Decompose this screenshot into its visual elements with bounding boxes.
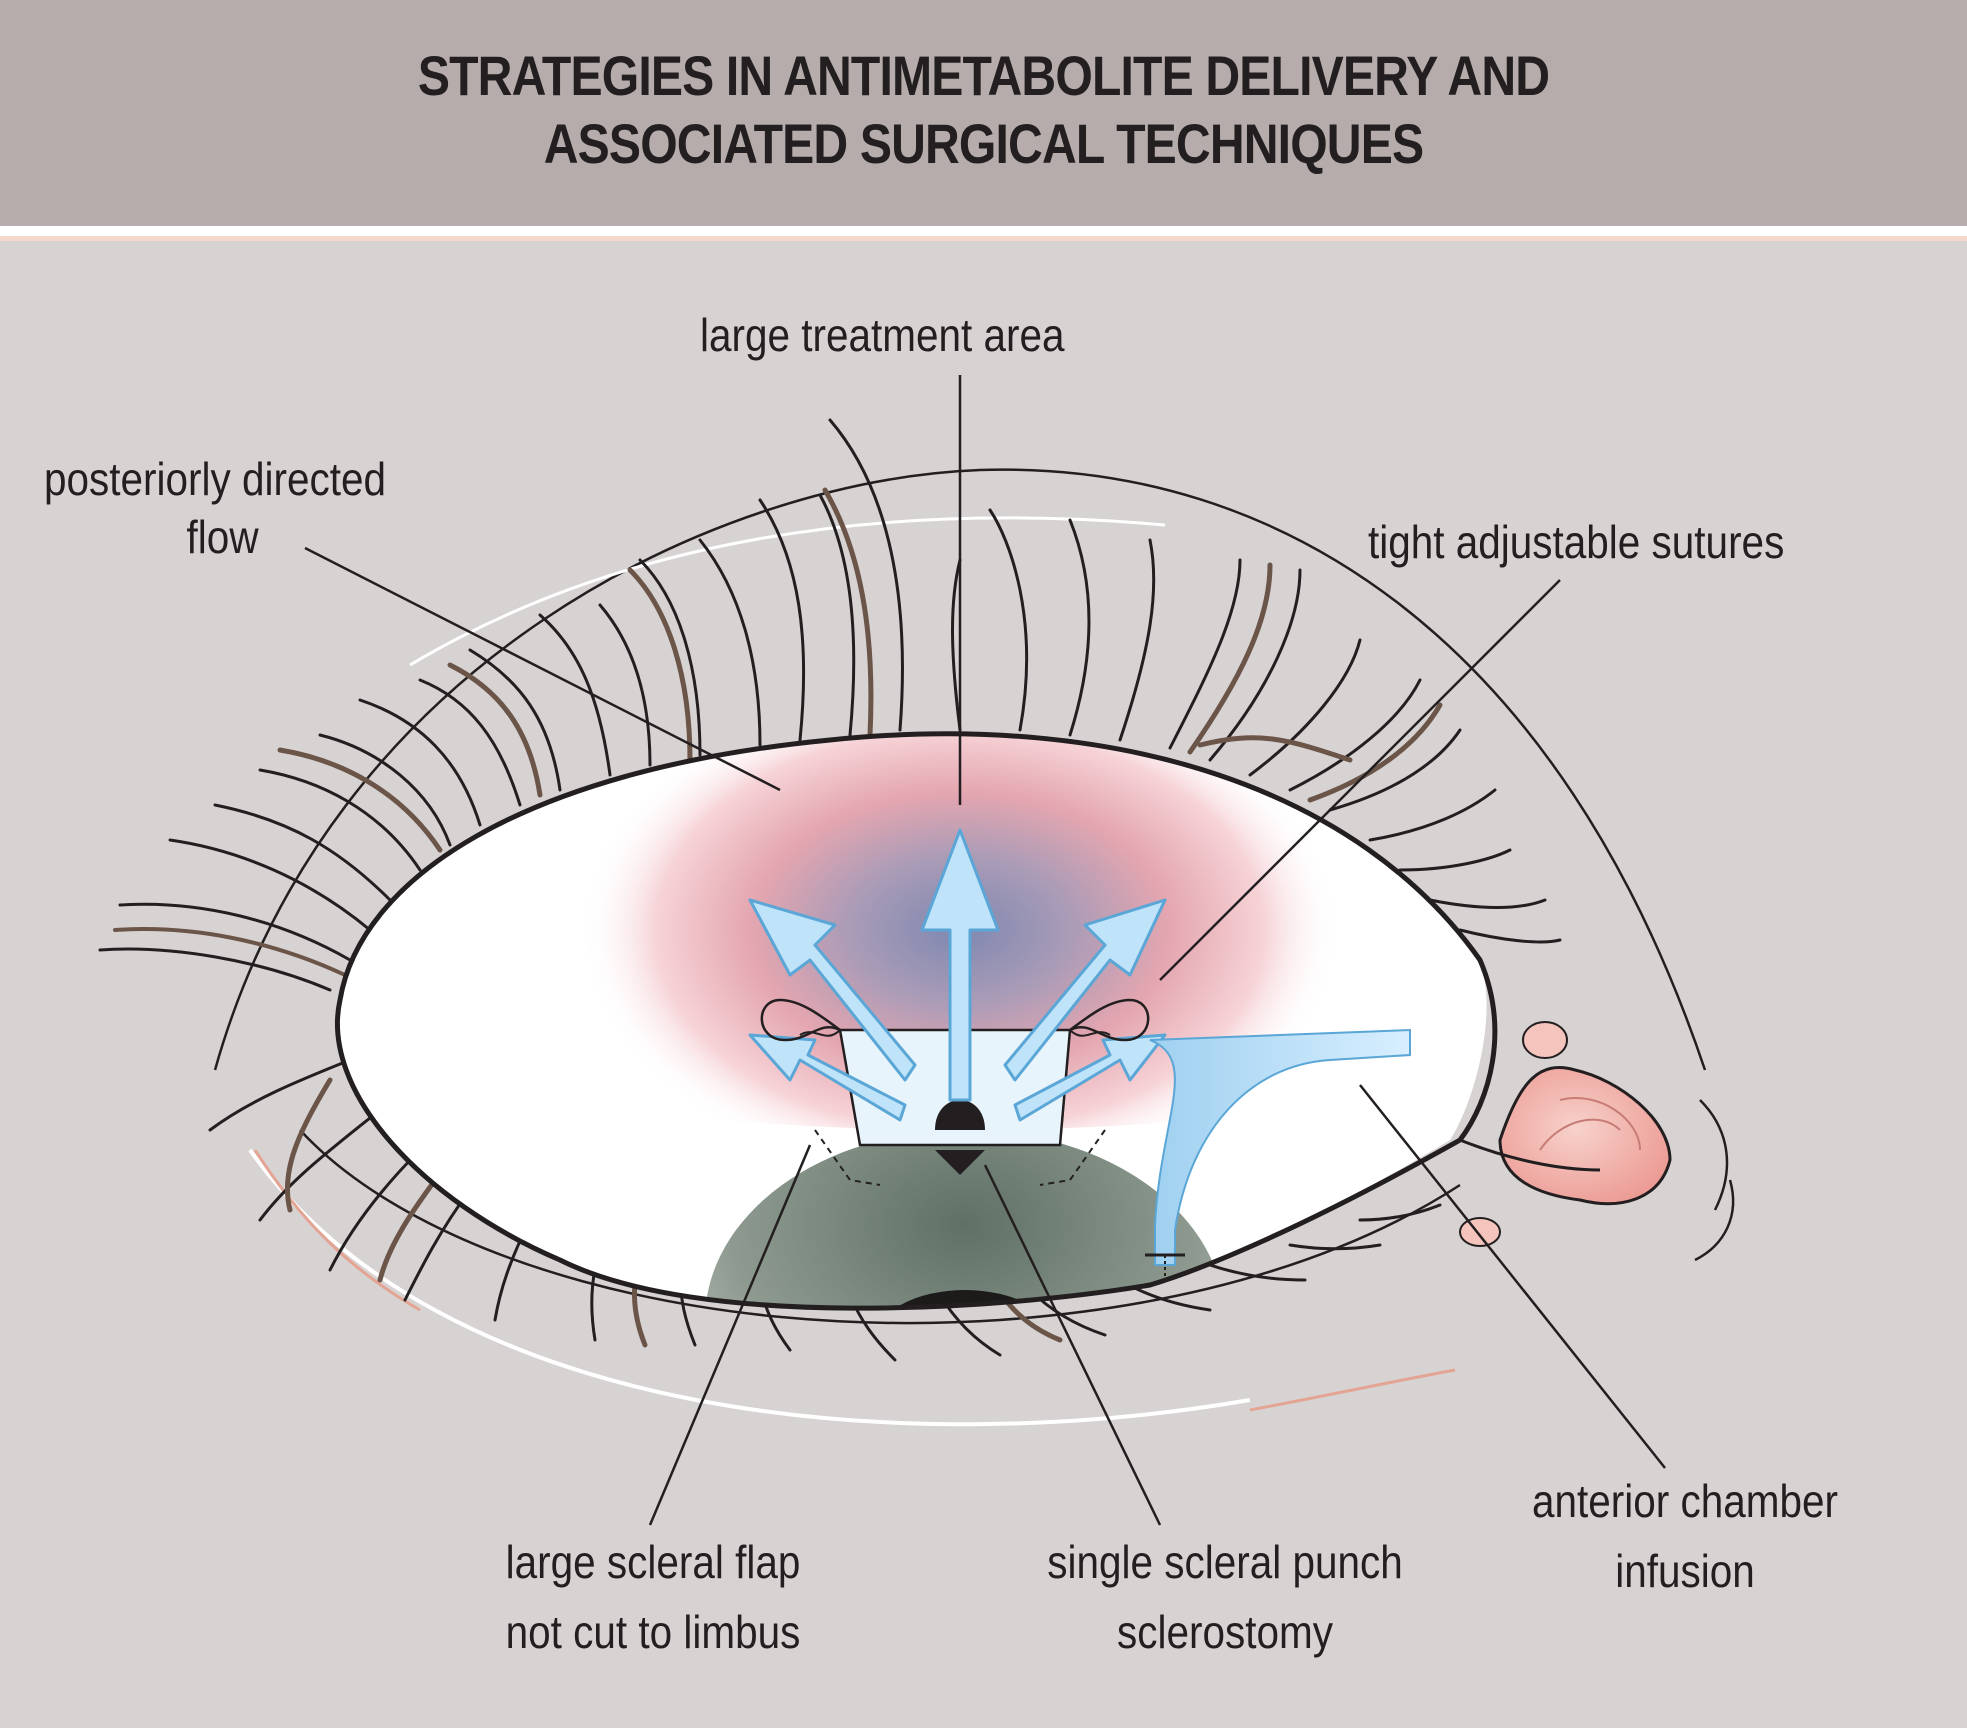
title-banner <box>0 0 1967 226</box>
arrow-upper-right <box>1003 898 1167 1082</box>
infusion-tube <box>1149 1028 1411 1266</box>
leader-posteriorly-directed-flow <box>304 546 781 792</box>
lacrimal-punctum-upper <box>1522 1021 1568 1059</box>
orbit-arc-upper <box>213 468 1707 1071</box>
upper-lashes <box>98 418 1562 992</box>
lacrimal-punctum-lower <box>1459 1217 1501 1247</box>
arrow-up <box>920 828 1000 1102</box>
arrow-right <box>1013 1033 1167 1122</box>
title-line-2: ASSOCIATED SURGICAL TECHNIQUES <box>543 112 1424 175</box>
iris <box>705 1130 1225 1309</box>
arrow-upper-left <box>748 898 917 1082</box>
label-tight-adjustable-sutures: tight adjustable sutures <box>1368 516 1785 568</box>
label-anterior-chamber-infusion: anterior chamber infusion <box>1532 1475 1838 1597</box>
label-single-scleral-punch: single scleral punch sclerostomy <box>1047 1536 1403 1658</box>
sclerostomy-hole <box>935 1100 985 1130</box>
diagram-title: STRATEGIES IN ANTIMETABOLITE DELIVERY AN… <box>138 42 1830 178</box>
caruncle <box>1498 1066 1672 1206</box>
title-line-1: STRATEGIES IN ANTIMETABOLITE DELIVERY AN… <box>417 44 1550 107</box>
orbit-highlight-upper <box>409 516 1166 667</box>
leader-lines <box>304 375 1666 1526</box>
banner-divider <box>0 226 1967 236</box>
label-posteriorly-directed-flow: posteriorly directed flow <box>44 453 386 563</box>
flow-arrows <box>748 828 1167 1122</box>
label-large-scleral-flap: large scleral flap not cut to limbus <box>505 1536 801 1658</box>
leader-anterior-chamber-infusion <box>1359 1084 1666 1469</box>
leader-single-scleral-punch <box>983 1164 1162 1526</box>
leader-tight-adjustable-sutures <box>1159 579 1561 981</box>
arrow-left <box>748 1033 907 1122</box>
lower-lashes <box>208 1058 1442 1362</box>
label-large-treatment-area: large treatment area <box>700 309 1065 361</box>
orbit-arc-lower <box>248 1148 1251 1427</box>
orbit-arc-lower-accent <box>253 1149 421 1312</box>
banner-divider-accent <box>0 236 1967 241</box>
orbit-arc-lower-accent-2 <box>1249 1368 1456 1412</box>
sutures <box>760 998 1150 1042</box>
eye-outline <box>335 731 1498 1311</box>
leader-large-scleral-flap <box>648 1144 812 1526</box>
